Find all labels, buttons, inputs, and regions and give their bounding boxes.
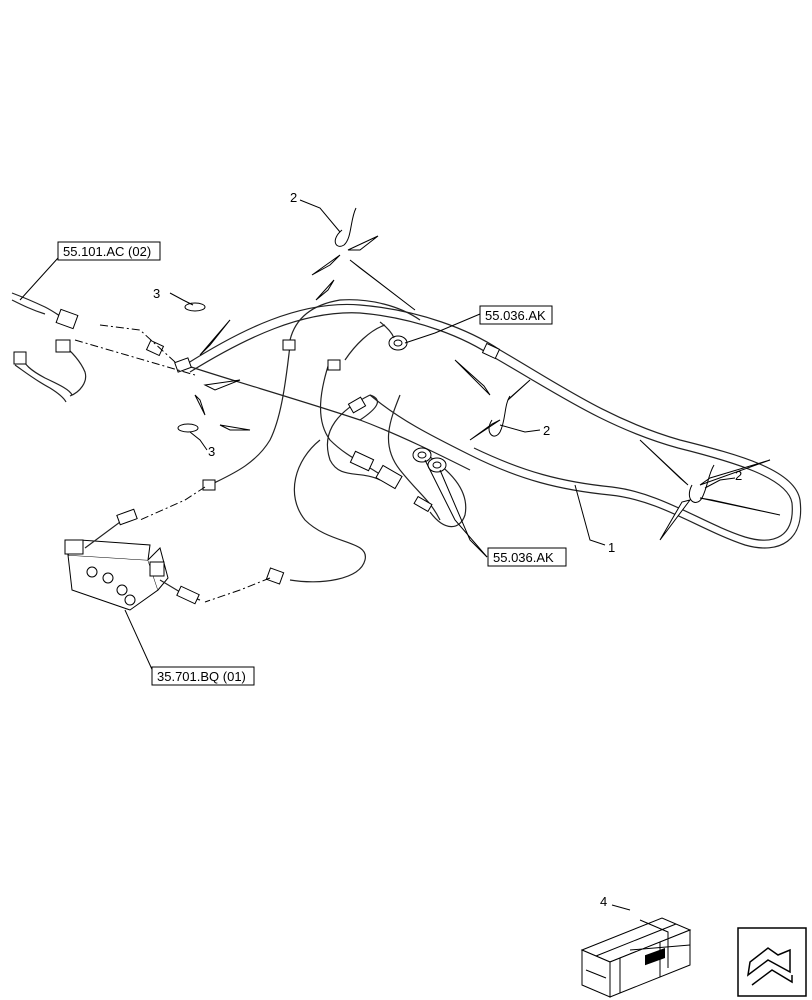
ref-box-55036-bottom[interactable]: 55.036.AK <box>487 547 567 567</box>
item-2-right-label: 2 <box>735 468 742 483</box>
pressure-sensor-bottom-1 <box>412 447 432 463</box>
pressure-sensor-top <box>379 321 408 351</box>
cable-tie-top <box>334 207 357 247</box>
item-3-bottom-label: 3 <box>208 444 215 459</box>
ref-box-35701[interactable]: 35.701.BQ (01) <box>151 666 255 686</box>
ref-box-55036-top[interactable]: 55.036.AK <box>479 305 553 325</box>
relation-line-3 <box>139 486 206 521</box>
cable-tie-right <box>688 464 715 503</box>
relation-line-4 <box>204 577 271 603</box>
main-harness <box>145 299 802 585</box>
item-1-label: 1 <box>608 540 615 555</box>
item-2-top-label: 2 <box>290 190 297 205</box>
ref-35701-label: 35.701.BQ (01) <box>157 669 246 684</box>
grommet-bottom <box>177 423 199 433</box>
arrow-back-icon[interactable] <box>737 927 807 997</box>
crate-icon <box>580 917 692 998</box>
ref-55036-top-label: 55.036.AK <box>485 308 546 323</box>
leader-lines <box>19 199 736 911</box>
ref-box-55101[interactable]: 55.101.AC (02) <box>57 241 161 261</box>
relation-line-1 <box>74 339 196 376</box>
ref-55101-label: 55.101.AC (02) <box>63 244 151 259</box>
grommet-top <box>184 302 206 312</box>
relation-line-2 <box>99 324 176 363</box>
cable-tie-markers <box>194 235 781 541</box>
item-4-label: 4 <box>600 894 607 909</box>
pressure-sensor-bottom-2 <box>427 457 447 473</box>
item-2-mid-label: 2 <box>543 423 550 438</box>
item-3-top-label: 3 <box>153 286 160 301</box>
cable-tie-mid <box>488 395 511 437</box>
left-sensor-assembly <box>11 292 87 403</box>
valve-block <box>64 508 201 611</box>
ref-55036-bottom-label: 55.036.AK <box>493 550 554 565</box>
